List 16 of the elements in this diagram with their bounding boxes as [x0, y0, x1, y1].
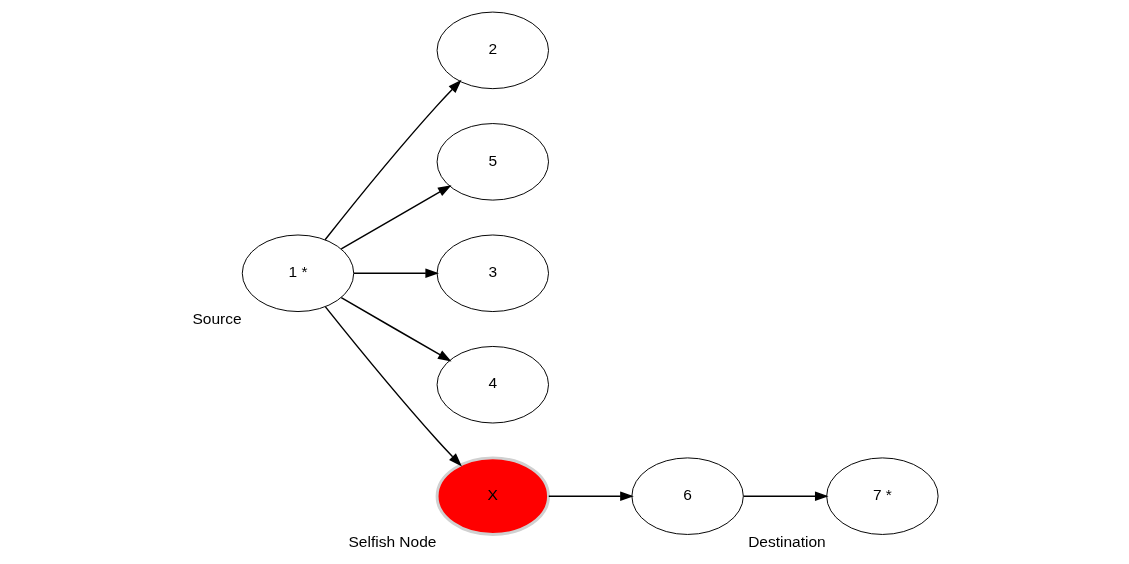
- node-ellipse: 6: [630, 457, 744, 535]
- arrow: [324, 306, 462, 467]
- node-ellipse: X: [435, 456, 550, 536]
- arrow: [340, 185, 451, 250]
- node-label: Source: [192, 309, 242, 327]
- node-ellipse: 2: [436, 11, 549, 90]
- node-label: Selfish Node: [348, 532, 436, 550]
- arrow: [340, 297, 451, 362]
- node-ellipse: 7 *: [825, 457, 939, 535]
- arrow: [323, 79, 462, 241]
- arrow: [352, 268, 439, 279]
- node-ellipse: 1 *: [241, 234, 354, 313]
- arrow: [547, 491, 634, 501]
- node-label: Destination: [747, 532, 826, 550]
- node-ellipse: 3: [436, 234, 549, 313]
- arrow: [742, 491, 829, 501]
